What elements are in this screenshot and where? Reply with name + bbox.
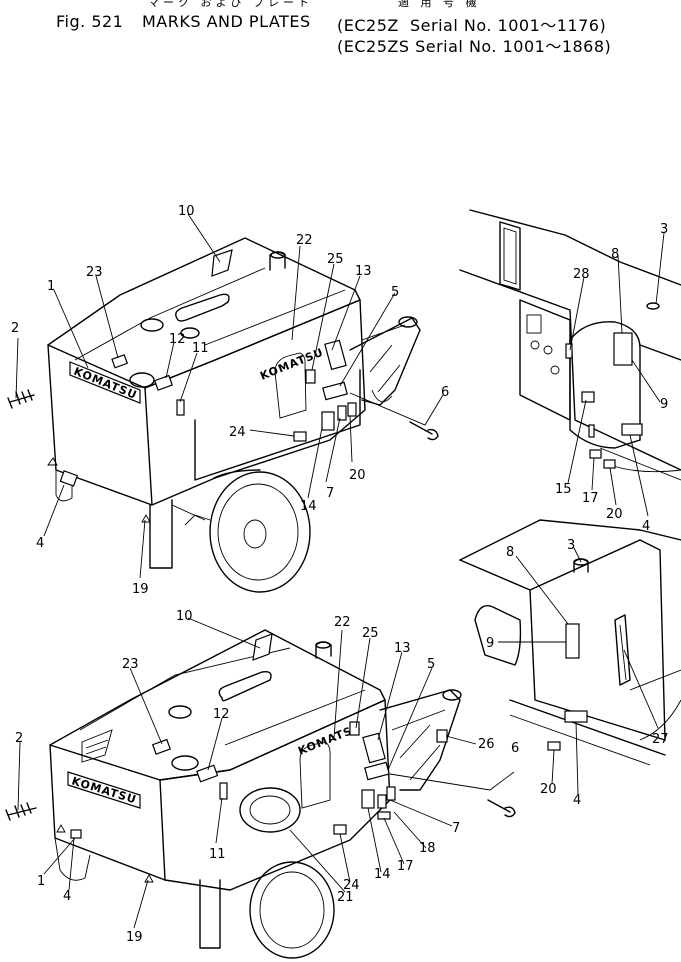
- mid-right-callouts: 8 3 9 27 20 4: [486, 538, 669, 808]
- callout-18-bottom: 18: [419, 841, 436, 856]
- callout-10-bottom: 10: [176, 609, 193, 624]
- leader-lines: [15, 213, 665, 929]
- callout-14-bottom: 14: [374, 867, 391, 882]
- callout-19-top: 19: [132, 582, 149, 597]
- callout-24-top: 24: [229, 425, 246, 440]
- callout-4-top: 4: [36, 536, 44, 551]
- callout-14-top: 14: [300, 499, 317, 514]
- callout-3-mid-right: 3: [567, 538, 575, 553]
- callout-11-bottom: 11: [209, 847, 226, 862]
- callout-2-top: 2: [11, 321, 19, 336]
- callout-26-bottom: 26: [478, 737, 495, 752]
- callout-2-bottom: 2: [15, 731, 23, 746]
- bottom-view-callouts: 10 22 25 13 5 23 12 2 26 6 7 18 17 14 24…: [15, 609, 519, 945]
- callout-15-top-right: 15: [555, 482, 572, 497]
- callout-9-top-right: 9: [660, 397, 668, 412]
- callout-25-top: 25: [327, 252, 344, 267]
- callout-1-bottom: 1: [37, 874, 45, 889]
- callout-1-top: 1: [47, 279, 55, 294]
- mid-right-inset-drawing: [459, 519, 681, 766]
- callout-25-bottom: 25: [362, 626, 379, 641]
- callout-27-mid-right: 27: [652, 732, 669, 747]
- callout-28-top-right: 28: [573, 267, 590, 282]
- callout-4-mid-right: 4: [573, 793, 581, 808]
- callout-7-top: 7: [326, 486, 334, 501]
- top-machine-drawing: KOMATSU KOMATSU: [7, 237, 439, 593]
- callout-11-top: 11: [192, 341, 209, 356]
- callout-10-top: 10: [178, 204, 195, 219]
- callout-5-bottom: 5: [427, 657, 435, 672]
- callout-20-top-right: 20: [606, 507, 623, 522]
- callout-17-bottom: 17: [397, 859, 414, 874]
- callout-20-mid-right: 20: [540, 782, 557, 797]
- callout-13-bottom: 13: [394, 641, 411, 656]
- callout-4-bottom: 4: [63, 889, 71, 904]
- callout-8-mid-right: 8: [506, 545, 514, 560]
- top-view-callouts: 10 22 25 13 5 23 1 12 11 2 24 6 20 7 14 …: [11, 204, 449, 597]
- top-right-callouts: 3 28 8 9 15 17 20 4: [555, 222, 668, 534]
- callout-3-top-right: 3: [660, 222, 668, 237]
- callout-6-bottom: 6: [511, 741, 519, 756]
- callout-22-top: 22: [296, 233, 313, 248]
- callout-17-top-right: 17: [582, 491, 599, 506]
- callout-23-top: 23: [86, 265, 103, 280]
- serial-range-ec25zs: (EC25ZS Serial No. 1001～1868): [337, 37, 612, 56]
- callout-20-top: 20: [349, 468, 366, 483]
- callout-22-bottom: 22: [334, 615, 351, 630]
- komatsu-plate-text-bottom: KOMATSU: [70, 774, 138, 806]
- callout-6-top: 6: [441, 385, 449, 400]
- callout-5-top: 5: [391, 285, 399, 300]
- figure-title: MARKS AND PLATES: [142, 12, 311, 31]
- callout-8-top-right: 8: [611, 247, 619, 262]
- callout-23-bottom: 23: [122, 657, 139, 672]
- top-right-inset-drawing: [459, 209, 681, 481]
- figure-number: Fig. 521: [56, 12, 124, 31]
- japanese-applicable-label: 適 用 号 機: [398, 0, 481, 9]
- callout-12-top: 12: [169, 332, 186, 347]
- callout-21-bottom: 21: [337, 890, 354, 905]
- callout-9-mid-right: 9: [486, 636, 494, 651]
- callout-12-bottom: 12: [213, 707, 230, 722]
- japanese-title: マーク および プレート: [148, 0, 313, 9]
- callout-7-bottom: 7: [452, 821, 460, 836]
- bottom-machine-drawing: KOMATSU KOMATSU: [5, 629, 516, 959]
- callout-19-bottom: 19: [126, 930, 143, 945]
- callout-13-top: 13: [355, 264, 372, 279]
- serial-range-ec25z: (EC25Z Serial No. 1001～1176): [337, 16, 607, 35]
- callout-4-top-right: 4: [642, 519, 650, 534]
- callout-24-bottom: 24: [343, 878, 360, 893]
